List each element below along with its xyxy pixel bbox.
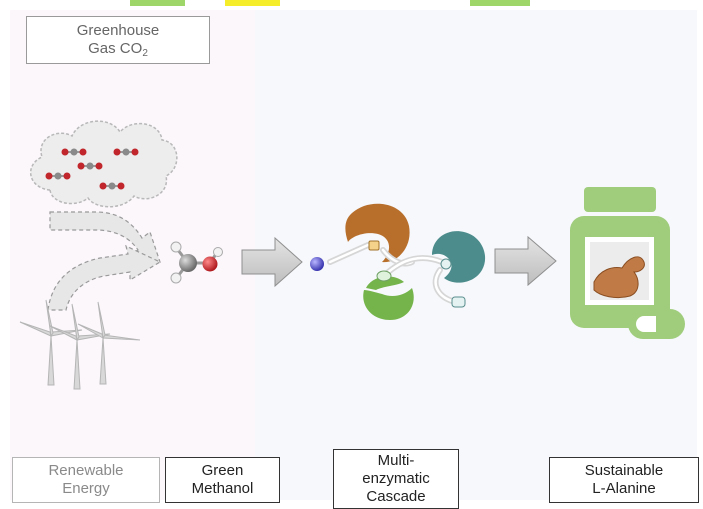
- enzyme-cascade-icon: [310, 203, 486, 320]
- block-arrow-icon: [494, 235, 557, 287]
- co2-label-text: Gas CO: [88, 40, 143, 57]
- cascade-label-line3: Cascade: [366, 488, 426, 505]
- supplement-bottle-icon: [570, 187, 685, 339]
- flexed-arm-icon: [593, 256, 645, 299]
- renewable-label-line1: Renewable: [48, 462, 124, 479]
- co2-label-line1: Greenhouse: [76, 22, 160, 39]
- cascade-label-line1: Multi-: [377, 452, 415, 469]
- co2-subscript: 2: [142, 48, 148, 59]
- block-arrow-icon: [241, 236, 303, 288]
- alanine-label-line1: Sustainable: [584, 462, 664, 479]
- renewable-label-line2: Energy: [62, 480, 110, 497]
- green-methanol-label: Green Methanol: [165, 457, 280, 503]
- multienzymatic-cascade-label: Multi- enzymatic Cascade: [333, 449, 459, 509]
- co2-cloud-icon: [29, 120, 178, 208]
- cascade-label-line2: enzymatic: [362, 470, 430, 487]
- methanol-molecule-icon: [170, 241, 223, 284]
- greenhouse-gas-co2-label: Greenhouse Gas CO2: [26, 16, 210, 64]
- alanine-label-line2: L-Alanine: [592, 480, 656, 497]
- watermark-stripe: [225, 0, 280, 6]
- methanol-label-line2: Methanol: [191, 480, 254, 497]
- watermark-stripe: [130, 0, 185, 6]
- methanol-label-line1: Green: [201, 462, 244, 479]
- watermark-stripe: [470, 0, 530, 6]
- renewable-energy-label: Renewable Energy: [12, 457, 160, 503]
- wind-turbine-icon: [19, 299, 141, 390]
- co2-label-line2: Gas CO2: [88, 40, 148, 59]
- curved-arrow-icon: [47, 211, 162, 311]
- sustainable-l-alanine-label: Sustainable L-Alanine: [549, 457, 699, 503]
